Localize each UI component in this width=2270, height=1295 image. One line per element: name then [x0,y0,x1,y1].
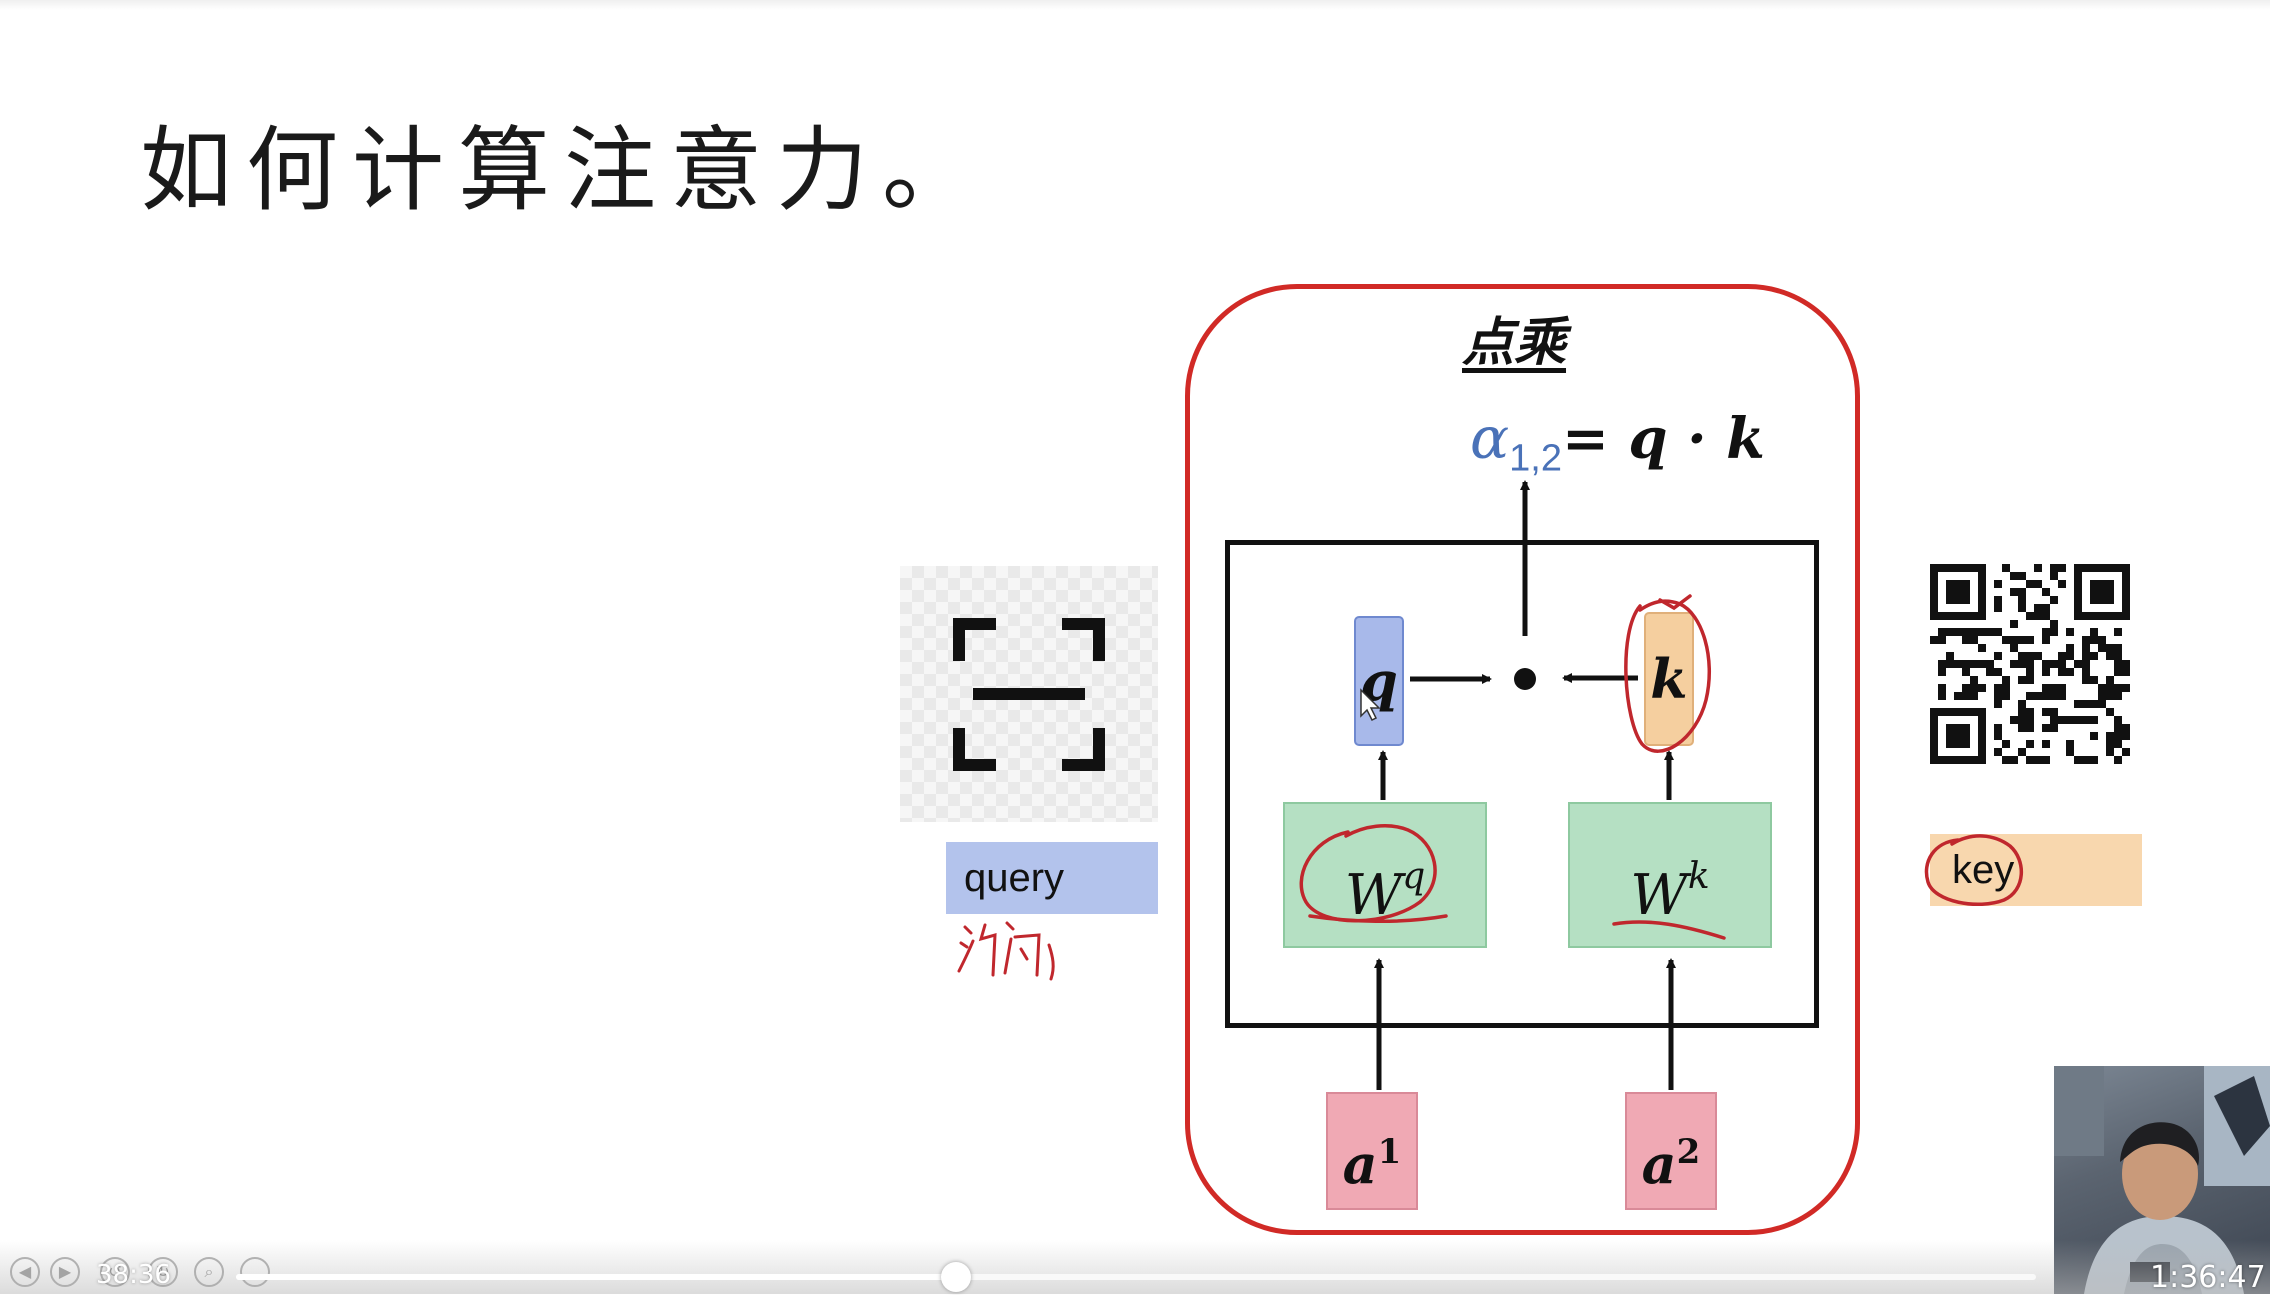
query-label: query [946,842,1158,914]
computation-box [1225,540,1819,1028]
input-a1: a1 [1326,1092,1418,1210]
formula-rhs: = q · k [1562,406,1765,472]
handwritten-marks [1299,594,1726,940]
dot-product-title: 点乘 [1462,313,1567,373]
top-edge-shade [0,0,2270,10]
mouse-cursor-icon [1360,688,1381,722]
key-vector: k [1644,612,1694,746]
attention-score-formula: α1,2= q · k [1470,404,1765,481]
zoom-icon[interactable]: ⌕ [194,1257,224,1287]
input-a2: a2 [1625,1092,1717,1210]
qr-code-icon [1930,564,2130,764]
progress-fill [236,1274,956,1280]
scan-icon [900,566,1158,822]
alpha-letter: α [1470,404,1510,472]
wk-base: W [1630,863,1688,928]
alpha-subscript: 1,2 [1509,437,1562,480]
query-vector: q [1354,616,1404,746]
wq-base: W [1344,863,1403,928]
alpha-symbol: α1,2 [1470,404,1562,480]
a2-base: a [1641,1132,1677,1196]
play-icon[interactable]: ▶ [50,1257,80,1287]
dot-product-frame [1185,284,1860,1235]
handwritten-annotation [957,921,1055,981]
handwritten-circle [1924,834,2024,907]
total-time: 1:36:47 [2150,1260,2266,1295]
progress-knob[interactable] [941,1262,971,1292]
forward-icon[interactable]: ↻ [148,1257,178,1287]
a2-superscript: 2 [1676,1132,1701,1172]
dot-operator [1514,668,1536,690]
prev-icon[interactable]: ◀ [10,1257,40,1287]
rewind-icon[interactable]: ↺ [100,1257,130,1287]
more-icon[interactable]: … [240,1257,270,1287]
current-time: 38:36 [96,1260,171,1290]
wq-superscript: q [1402,856,1426,897]
slide-title: 如何计算注意力。 [140,117,989,224]
progress-track[interactable] [236,1274,2036,1280]
key-label: key [1930,834,2142,906]
wk-superscript: k [1687,856,1710,897]
a1-superscript: 1 [1377,1132,1402,1172]
a1-base: a [1342,1132,1378,1196]
video-player-bar [0,1240,2270,1294]
